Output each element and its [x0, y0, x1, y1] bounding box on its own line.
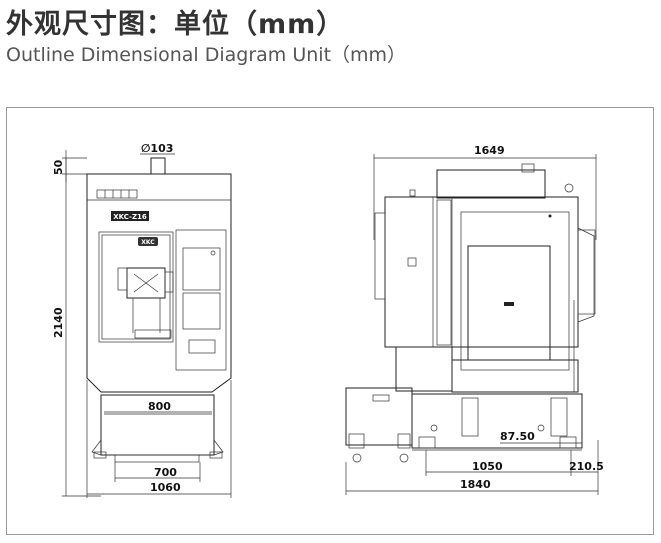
dim-height-total: 2140	[52, 307, 65, 338]
exhaust-pipe	[150, 157, 166, 175]
dim-height-top: 50	[52, 159, 65, 175]
dim-offset-210: 210.5	[569, 460, 604, 473]
page-subtitle: Outline Dimensional Diagram Unit（mm）	[6, 44, 407, 66]
logo-label: XKC	[141, 239, 155, 246]
dim-offset-87: 87.50	[500, 430, 535, 443]
dim-side-width-total: 1840	[460, 478, 491, 491]
dim-width-total: 1060	[150, 481, 181, 494]
coolant-tank	[345, 387, 413, 446]
front-cabinet	[86, 173, 232, 393]
dim-side-width-top: 1649	[474, 144, 505, 157]
front-window	[98, 231, 174, 343]
control-panel	[175, 229, 227, 371]
model-label: XKC-Z16	[113, 213, 147, 221]
side-base	[411, 393, 583, 449]
side-cabinet	[384, 196, 579, 348]
top-housing	[436, 169, 546, 199]
dim-width-base: 700	[154, 466, 177, 479]
dim-diameter: ∅103	[141, 142, 173, 155]
logo-badge	[138, 237, 158, 246]
dim-side-1050: 1050	[472, 460, 503, 473]
dim-width-inner: 800	[148, 400, 171, 413]
diagram-frame	[6, 107, 654, 535]
page-title: 外观尺寸图：单位（mm）	[6, 9, 345, 40]
side-view: 1649	[345, 144, 604, 495]
front-view: XKC-Z16 XKC ∅103	[52, 142, 232, 498]
model-plate	[111, 211, 149, 221]
